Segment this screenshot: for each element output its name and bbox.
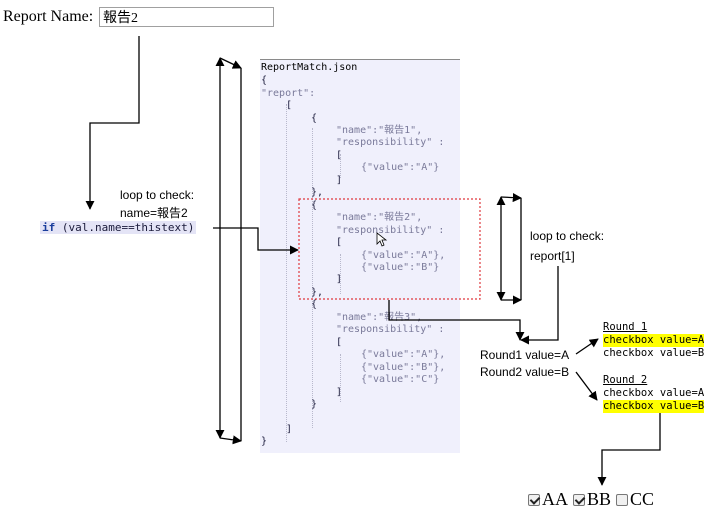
loop-name-note-line2: name=報告2	[120, 206, 188, 220]
json-line: {"value":"A"},	[361, 250, 446, 261]
round2-checkbox-b-highlighted: checkbox value=B	[603, 400, 705, 413]
loop-bracket-bottom-link	[219, 435, 242, 445]
json-line: },	[311, 187, 324, 198]
checkbox-aa-label: AA	[542, 489, 568, 509]
json-line: {"value":"B"},	[361, 362, 446, 373]
json-line: ]	[286, 424, 293, 435]
report-name-label: Report Name:	[3, 8, 94, 25]
checkbox-bb[interactable]	[573, 493, 585, 506]
json-line: {	[311, 200, 318, 211]
round1-checkbox-a-highlighted: checkbox value=A	[603, 334, 705, 347]
checkbox-bb-label: BB	[587, 489, 612, 509]
arrow-condition-to-object	[213, 227, 299, 255]
result-checkbox-group: AA BB CC	[525, 489, 656, 510]
json-line: {"value":"A"},	[361, 349, 446, 360]
json-line: ]	[336, 387, 343, 398]
checkbox-cc[interactable]	[616, 493, 629, 506]
loop-bracket-top-link	[219, 57, 242, 69]
indent-guide	[312, 128, 313, 428]
arrow-loop-note-to-rounds	[520, 266, 559, 345]
json-line: "responsibility" :	[336, 225, 445, 236]
loop-report-note-line1: loop to check:	[530, 229, 605, 243]
cursor-icon	[376, 232, 388, 247]
json-line: {	[311, 113, 318, 124]
round2-title: Round 2	[603, 374, 648, 386]
json-line: "name":"報告1",	[336, 125, 423, 136]
arrow-round2-note	[575, 371, 598, 401]
round2-checkbox-a: checkbox value=A	[603, 387, 705, 399]
round2-value-note: Round2 value=B	[480, 365, 570, 379]
json-line: {	[311, 299, 318, 310]
json-line: "responsibility" :	[336, 137, 445, 148]
code-keyword: if	[42, 221, 56, 234]
json-line: ]	[336, 274, 343, 285]
json-line: }	[261, 436, 268, 447]
json-line: "responsibility" :	[336, 324, 445, 335]
json-line: "name":"報告2",	[336, 212, 423, 223]
json-line: {"value":"C"}	[361, 374, 440, 385]
json-line: {	[261, 75, 268, 86]
arrow-round1-note	[575, 338, 599, 355]
indent-guide	[340, 354, 341, 402]
loop-name-note-line1: loop to check:	[120, 188, 195, 202]
json-line: "report":	[261, 88, 316, 99]
indent-guide	[340, 254, 341, 294]
json-line: {"value":"A"}	[361, 162, 440, 173]
json-filename: ReportMatch.json	[261, 62, 358, 73]
report-name-input[interactable]	[99, 7, 274, 27]
if-condition-code: if (val.name==thistext)	[40, 221, 197, 234]
json-line: [	[336, 237, 343, 248]
json-line: {"value":"B"}	[361, 262, 440, 273]
round1-checkbox-b: checkbox value=B	[603, 347, 705, 359]
arrow-round2-to-checkboxes	[597, 413, 661, 486]
json-code-panel: ReportMatch.json { "report": [ { "name":…	[260, 59, 460, 453]
json-line: [	[286, 100, 293, 111]
checkbox-cc-label: CC	[630, 489, 655, 509]
checkbox-aa[interactable]	[528, 493, 540, 506]
json-line: }	[311, 399, 318, 410]
json-line: },	[311, 287, 324, 298]
json-line: [	[336, 150, 343, 161]
indent-guide	[286, 104, 287, 442]
round1-title: Round 1	[603, 321, 648, 333]
json-line: ]	[336, 175, 343, 186]
selected-report-box	[298, 198, 481, 300]
code-expression: (val.name==thistext)	[55, 221, 195, 234]
arrow-object-to-rounds	[388, 300, 525, 341]
arrow-input-to-condition	[85, 36, 140, 210]
loop-report-note-line2: report[1]	[530, 249, 575, 263]
json-line: [	[336, 337, 343, 348]
round1-value-note: Round1 value=A	[480, 348, 570, 362]
indent-guide	[340, 154, 341, 178]
responsibility-bracket-top-link	[500, 193, 522, 203]
json-line: "name":"報告3",	[336, 312, 423, 323]
